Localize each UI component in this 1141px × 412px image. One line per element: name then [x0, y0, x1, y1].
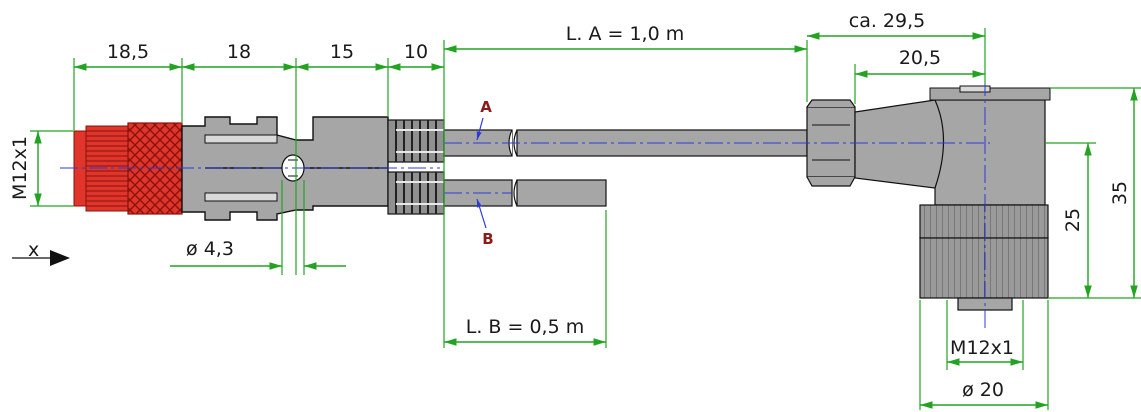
dim-10: 10: [404, 41, 428, 63]
strain-relief-b: [387, 171, 445, 215]
dim-18-5: 18,5: [107, 41, 149, 63]
x-direction-arrow-icon: [12, 250, 70, 266]
dim-35: 35: [1109, 181, 1131, 205]
dim-18: 18: [227, 41, 251, 63]
dim-15: 15: [330, 41, 354, 63]
dim-ca-29-5: ca. 29,5: [849, 10, 925, 32]
cable-b-length: L. B = 0,5 m: [466, 316, 584, 338]
leader-a: [476, 117, 484, 141]
dim-25: 25: [1062, 208, 1084, 232]
axis-x-label: x: [28, 239, 39, 261]
dimension-lines: [30, 28, 1141, 410]
leader-b: [476, 198, 487, 229]
hole-diameter: ø 4,3: [186, 238, 234, 260]
cable-a-length: L. A = 1,0 m: [566, 23, 684, 45]
female-angled-connector: [806, 85, 1051, 311]
strain-relief-a: [387, 119, 445, 163]
dim-dia-20: ø 20: [962, 379, 1004, 401]
dim-20-5: 20,5: [899, 47, 941, 69]
cable-a-label: A: [480, 98, 492, 116]
cable-b-label: B: [482, 230, 493, 248]
thread-right: M12x1: [950, 337, 1014, 359]
center-lines: [60, 78, 990, 330]
thread-left: M12x1: [9, 136, 31, 200]
